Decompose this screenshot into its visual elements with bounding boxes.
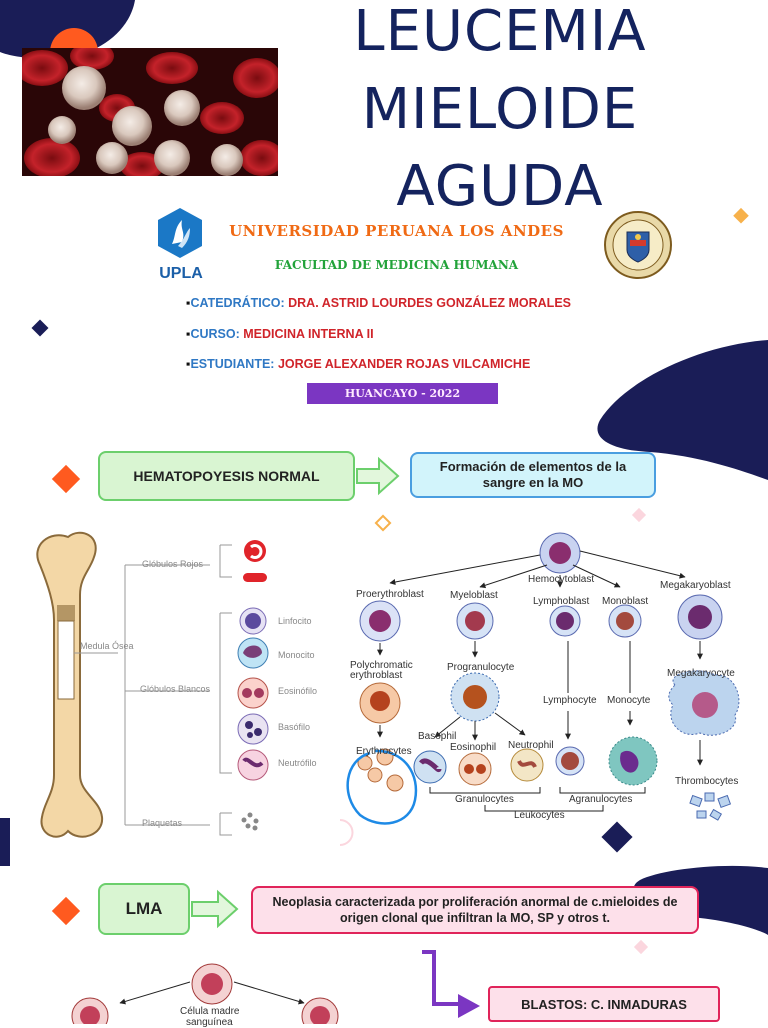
title-line-2: MIELOIDE bbox=[361, 77, 639, 142]
bullet: ▪ bbox=[186, 327, 191, 341]
cell-label: Basófilo bbox=[278, 722, 311, 732]
erythroblast-label: erythroblast bbox=[350, 670, 403, 681]
monocyte-label: Monocyte bbox=[607, 695, 651, 706]
proerythroblast-label: Proerythroblast bbox=[356, 589, 424, 600]
faculty-name: FACULTAD DE MEDICINA HUMANA bbox=[274, 258, 519, 272]
hematopoiesis-description: Formación de elementos de la sangre en l… bbox=[410, 452, 656, 498]
purple-arrow-icon bbox=[422, 950, 480, 1018]
upla-logo-icon bbox=[158, 208, 202, 258]
blood-cells-image bbox=[22, 48, 278, 176]
orange-diamond-icon bbox=[51, 896, 81, 926]
hematopoiesis-label: HEMATOPOYESIS NORMAL bbox=[98, 451, 355, 501]
info-course: ▪CURSO: MEDICINA INTERNA II bbox=[186, 327, 374, 341]
megakaryoblast-label: Megakaryoblast bbox=[660, 580, 731, 591]
info-key: CATEDRÁTICO: bbox=[190, 296, 285, 310]
bullet: ▪ bbox=[186, 357, 191, 371]
title-line-3: AGUDA bbox=[396, 154, 604, 219]
cell-label: Neutrófilo bbox=[278, 758, 317, 768]
info-key: ESTUDIANTE: bbox=[190, 357, 275, 371]
erythrocytes-label: Erythrocytes bbox=[356, 746, 412, 757]
arrow-right-icon bbox=[356, 456, 400, 496]
monoblast-label: Monoblast bbox=[602, 596, 649, 607]
neutrophil-label: Neutrophil bbox=[508, 740, 554, 751]
progranulocyte-label: Progranulocyte bbox=[447, 662, 515, 673]
lineage-diagram bbox=[346, 532, 740, 825]
faculty-seal-icon bbox=[604, 211, 672, 279]
lma-label: LMA bbox=[98, 883, 190, 935]
bone-diagram bbox=[36, 531, 269, 838]
info-key: CURSO: bbox=[190, 327, 240, 341]
university-name: UNIVERSIDAD PERUANA LOS ANDES bbox=[229, 222, 564, 240]
blasts-label: BLASTOS: C. INMADURAS bbox=[488, 986, 720, 1022]
lymphocyte-label: Lymphocyte bbox=[543, 695, 597, 706]
megakaryocyte-label: Megakaryocyte bbox=[667, 668, 735, 679]
granulocytes-label: Granulocytes bbox=[455, 794, 514, 805]
hemocytoblast-label: Hemocytoblast bbox=[528, 574, 595, 585]
info-value: MEDICINA INTERNA II bbox=[243, 327, 374, 341]
cell-label: Monocito bbox=[278, 650, 315, 660]
basophil-label: Basophil bbox=[418, 731, 457, 742]
stem-cell-label-2: sanguínea bbox=[186, 1017, 233, 1028]
myeloblast-label: Myeloblast bbox=[450, 590, 498, 601]
platelets-label: Plaquetas bbox=[142, 818, 183, 828]
lymphoblast-label: Lymphoblast bbox=[533, 596, 590, 607]
lma-description: Neoplasia caracterizada por proliferació… bbox=[251, 886, 699, 934]
orange-diamond-icon bbox=[51, 464, 81, 494]
info-student: ▪ESTUDIANTE: JORGE ALEXANDER ROJAS VILCA… bbox=[186, 357, 530, 371]
white-cells-label: Glóbulos Blancos bbox=[140, 684, 211, 694]
marrow-label: Medula Ósea bbox=[80, 641, 134, 651]
arrow-right-icon bbox=[191, 889, 239, 929]
red-cells-label: Glóbulos Rojos bbox=[142, 559, 204, 569]
stem-cell-diagram bbox=[71, 963, 339, 1024]
cell-label: Eosinófilo bbox=[278, 686, 318, 696]
info-professor: ▪CATEDRÁTICO: DRA. ASTRID LOURDES GONZÁL… bbox=[186, 296, 571, 310]
agranulocytes-label: Agranulocytes bbox=[569, 794, 633, 805]
info-value: JORGE ALEXANDER ROJAS VILCAMICHE bbox=[277, 357, 531, 371]
thrombocytes-label: Thrombocytes bbox=[675, 776, 739, 787]
cell-label: Linfocito bbox=[278, 616, 312, 626]
bullet: ▪ bbox=[186, 296, 191, 310]
info-value: DRA. ASTRID LOURDES GONZÁLEZ MORALES bbox=[288, 296, 571, 310]
title-line-1: LEUCEMIA bbox=[353, 0, 647, 64]
stem-cell-label: Célula madre bbox=[180, 1006, 240, 1017]
leukocytes-label: Leukocytes bbox=[514, 810, 565, 821]
location-year-banner: HUANCAYO - 2022 bbox=[307, 383, 498, 404]
polychromatic-label: Polychromatic bbox=[350, 660, 413, 671]
upla-logo-text: UPLA bbox=[159, 265, 203, 282]
eosinophil-label: Eosinophil bbox=[450, 742, 497, 753]
